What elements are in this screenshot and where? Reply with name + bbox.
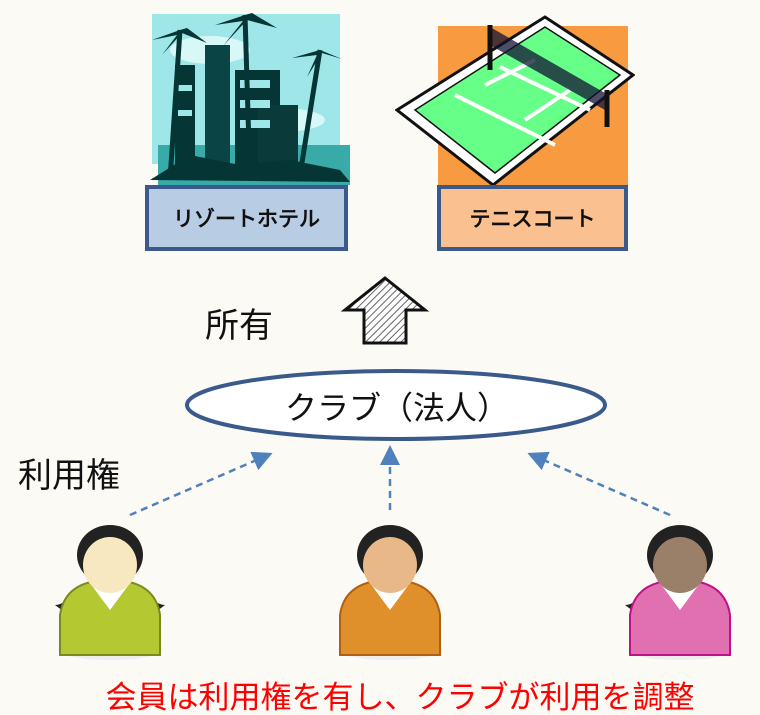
member-icon-woman-pink [625,525,732,660]
usage-rights-label: 利用権 [18,456,120,496]
club-ellipse [185,369,607,441]
caption: 会員は利用権を有し、クラブが利用を調整 [105,680,695,715]
usage-arrow-right [527,451,671,517]
tennis-court-icon [395,15,635,187]
resort-hotel-icon [150,13,350,185]
usage-arrow-left [129,451,273,517]
ownership-label: 所有 [205,306,273,346]
member-icon-man-orange [338,525,442,660]
resort-hotel-label: リゾートホテル [145,185,348,251]
member-icon-woman-green [55,525,165,660]
tennis-court-label: テニスコート [437,185,628,251]
club-label: クラブ（法人） [284,389,509,427]
up-arrow-icon [340,276,430,345]
